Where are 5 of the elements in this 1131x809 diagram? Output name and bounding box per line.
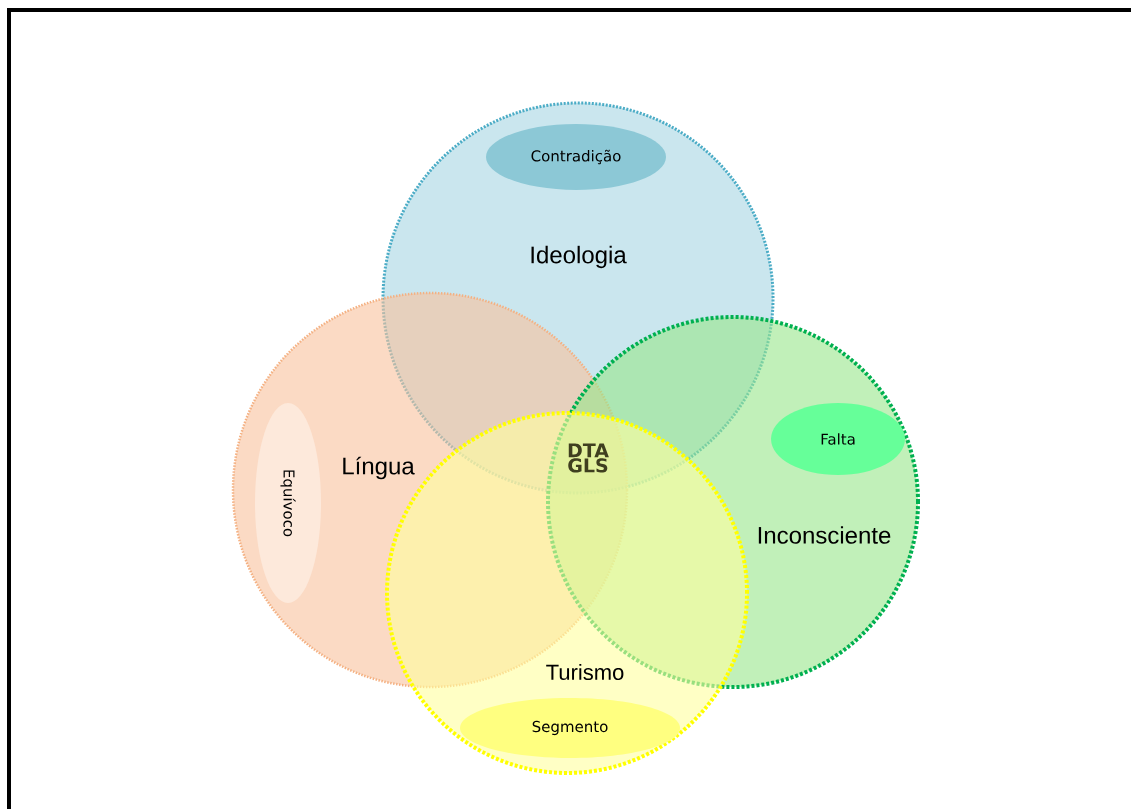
ellipse-tag: Falta: [771, 403, 905, 475]
ellipse-tag: Contradição: [486, 124, 666, 190]
center-label: DTA GLS: [568, 443, 609, 473]
ellipse-tag: Segmento: [460, 698, 680, 758]
ellipse-tag: Equívoco: [255, 403, 321, 603]
